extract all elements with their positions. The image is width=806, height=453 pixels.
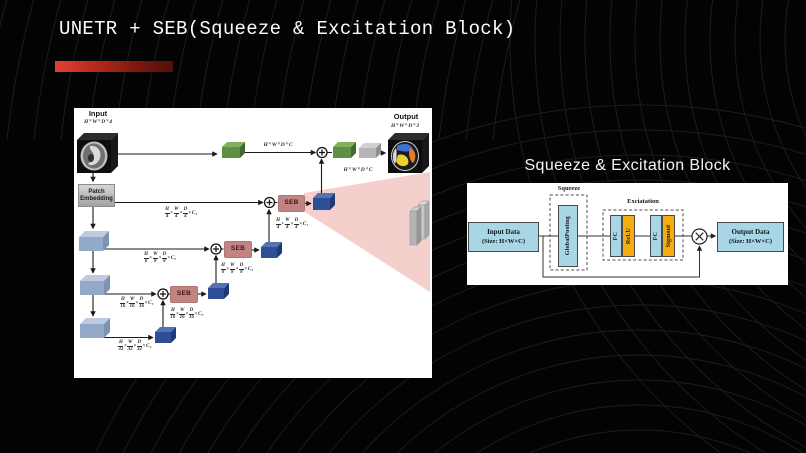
output-volume-cube [388,133,429,173]
final-conv-block [359,143,381,158]
se-connector-lines [537,233,717,278]
fc1-box: FC [610,215,622,257]
encoder-cube-3 [80,318,110,338]
output-label: Output [393,112,419,121]
excitation-dashed-box [602,209,684,261]
multiply-icon [691,228,708,245]
squeeze-dashed-box [549,194,588,271]
seb-block-2: SEB [224,241,252,258]
global-pooling-box: GlobalPooling [558,205,578,267]
unetr-diagram-panel: Input H×W×D×4 Output H×W×D×3 H×W×D×C H×W… [74,108,432,378]
patch-embedding-box: Patch Embedding [78,184,115,207]
decoder-cube-1 [313,193,335,210]
conv-block-1 [222,142,245,158]
page-title: UNETR + SEB(Squeeze & Excitation Block) [59,18,516,40]
title-accent-bar [55,61,173,72]
se-block-graphics [537,194,717,278]
unetr-diagram-graphics [77,133,430,343]
excitation-label: Exciatation [627,198,659,205]
fc2-box: FC [650,215,662,257]
input-label: Input [88,109,108,118]
seb-zoom-wedge [304,172,430,292]
skip-connection-line [542,236,703,278]
connector-lines [90,149,387,341]
add-icon-1 [263,196,276,209]
input-volume-cube [77,133,118,173]
brain-mri-image [80,141,108,171]
squeeze-label: Squeeze [557,185,581,192]
encoder-cube-1 [79,231,109,251]
decoder-cube-3 [208,283,229,299]
output-dims: H×W×D×3 [390,123,420,129]
dims-label-full-skip: H×W×D×C [343,167,373,173]
input-dims: H×W×D×4 [83,119,113,125]
add-icon-top [316,146,328,159]
decoder-cube-4 [155,327,176,343]
se-block-title: Squeeze & Excitation Block [524,157,731,174]
se-block-panel: Input Data (Size: H×W×C) Output Data (Si… [467,183,788,285]
encoder-cube-2 [80,275,110,295]
input-data-box: Input Data (Size: H×W×C) [468,222,539,252]
seb-block-3: SEB [170,286,198,303]
decoder-cube-2 [261,242,282,258]
add-icon-3 [157,288,169,300]
relu-box: ReLU [622,215,635,257]
deconv-slabs [409,200,430,246]
add-icon-2 [210,243,222,255]
dims-label-full-top: H×W×D×C [263,142,293,148]
segmentation-image [391,141,419,171]
sigmoid-box: Sigmoid [662,215,675,257]
output-data-box: Output Data (Size: H×W×C) [717,222,784,252]
conv-block-2 [333,142,356,158]
seb-block-1: SEB [278,195,305,212]
